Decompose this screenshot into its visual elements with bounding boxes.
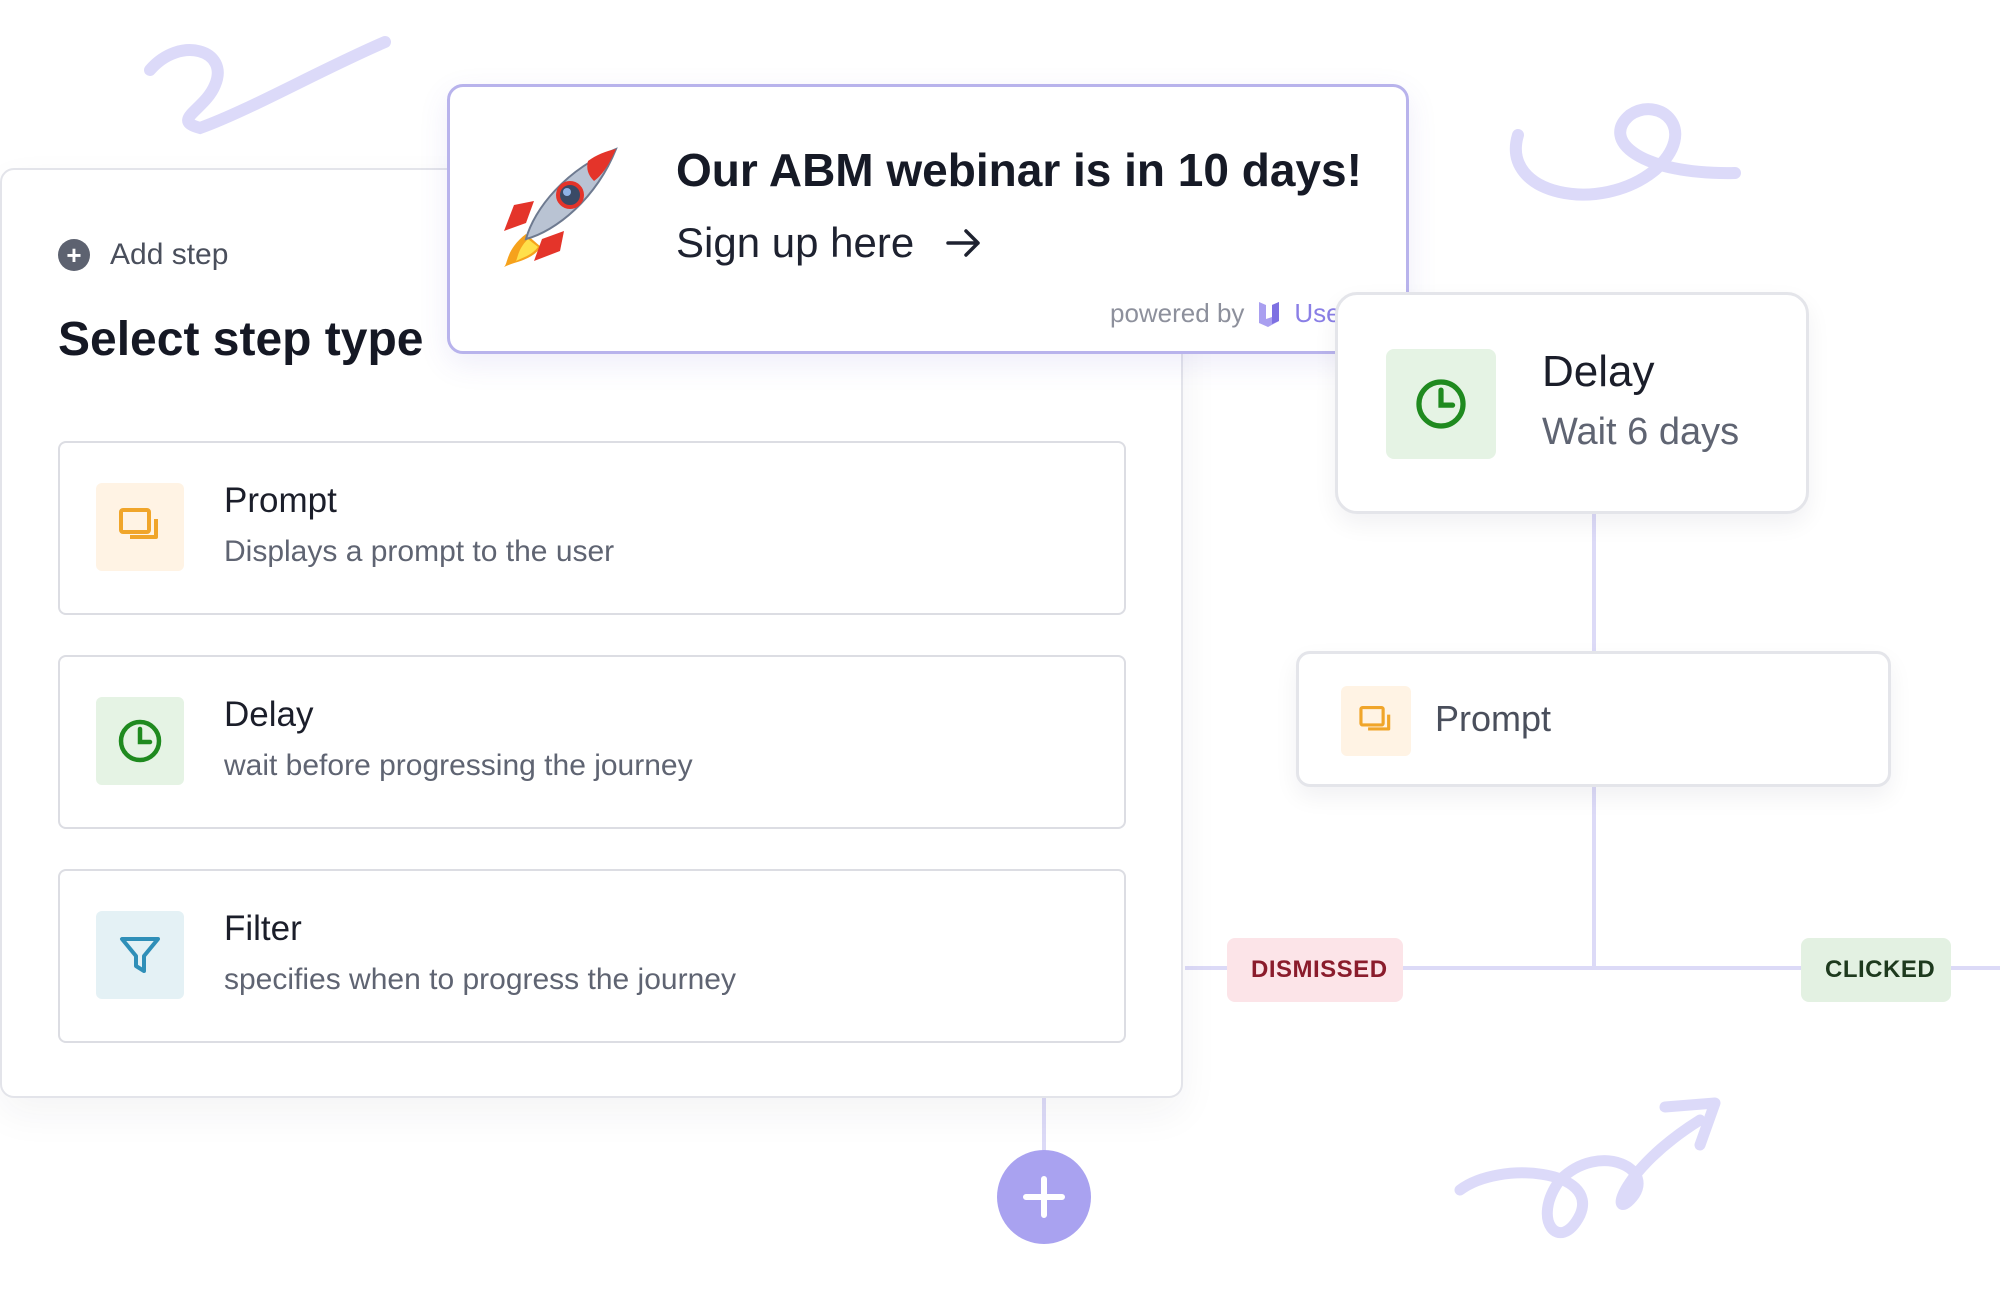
step-name: Prompt [224,481,337,520]
sign-up-link[interactable]: Sign up here [676,219,984,267]
panel-title: Select step type [58,313,424,366]
squiggle-top-left [144,36,391,135]
plus-icon [1023,1176,1065,1218]
step-option-delay[interactable]: Delay wait before progressing the journe… [58,655,1126,829]
clock-icon [96,697,184,785]
step-option-prompt[interactable]: Prompt Displays a prompt to the user [58,441,1126,615]
step-name: Filter [224,909,302,948]
delay-node-subtitle: Wait 6 days [1542,411,1740,453]
step-description: wait before progressing the journey [224,749,693,782]
filter-icon [96,911,184,999]
prompt-node-label: Prompt [1435,698,1552,739]
rocket-icon [504,147,618,267]
squiggle-arrow-head [1659,1097,1721,1151]
journey-delay-node[interactable]: Delay Wait 6 days [1335,292,1809,514]
step-option-filter[interactable]: Filter specifies when to progress the jo… [58,869,1126,1043]
powered-by-label: powered by [1109,298,1245,328]
add-step-label: Add step [110,238,229,271]
step-description: Displays a prompt to the user [224,535,615,568]
prompt-icon [96,483,184,571]
sign-up-label: Sign up here [676,219,915,266]
branch-clicked-badge[interactable]: CLICKED [1801,938,1951,1002]
branch-dismissed-badge[interactable]: DISMISSED [1227,938,1403,1002]
squiggle-top-right [1509,103,1741,201]
userled-logo-icon [1259,301,1280,327]
webinar-popup: Our ABM webinar is in 10 days! Sign up h… [447,84,1409,354]
prompt-icon [1341,686,1411,756]
popup-title: Our ABM webinar is in 10 days! [676,144,1362,196]
clock-icon [1386,349,1496,459]
add-node-button[interactable] [997,1150,1091,1244]
add-step-button[interactable]: + Add step [58,238,228,272]
plus-circle-icon: + [58,239,90,271]
journey-prompt-node[interactable]: Prompt [1296,651,1891,787]
squiggle-bottom-arrow [1454,1114,1706,1239]
step-name: Delay [224,695,314,734]
delay-node-title: Delay [1542,347,1655,396]
arrow-right-icon [946,229,980,257]
step-description: specifies when to progress the journey [224,963,736,996]
